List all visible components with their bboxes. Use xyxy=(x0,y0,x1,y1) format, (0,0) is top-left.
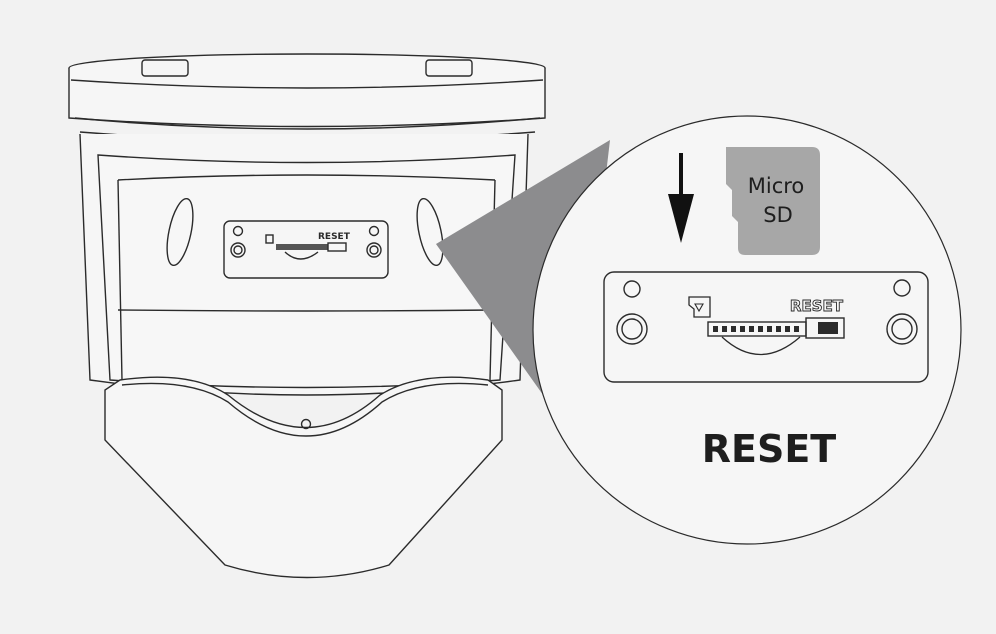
side-slot-left xyxy=(166,197,194,267)
zoom-detail xyxy=(532,115,962,545)
mount-post-right xyxy=(425,59,473,77)
dome-camera xyxy=(68,53,546,579)
panel-hole-top-right xyxy=(893,279,911,297)
sd-card-icon xyxy=(688,296,711,318)
micro-sd-card xyxy=(726,147,820,255)
camera-base-ring xyxy=(68,68,546,128)
panel-screw-left xyxy=(616,313,648,345)
mount-post-left xyxy=(141,59,189,77)
small-reset-label: RESET xyxy=(318,232,351,242)
panel-hole-top-left xyxy=(623,280,641,298)
reset-caption: RESET xyxy=(702,427,837,471)
side-slot-right xyxy=(416,197,444,267)
panel-screw-right xyxy=(886,313,918,345)
camera-bracket xyxy=(104,376,503,579)
panel-reset-label: RESET xyxy=(790,297,844,315)
reset-button xyxy=(805,317,845,339)
card-label-line2: SD xyxy=(763,203,793,227)
arrow-down-icon xyxy=(668,153,694,243)
bracket-hole xyxy=(300,418,312,430)
card-label-line1: Micro xyxy=(748,174,805,198)
